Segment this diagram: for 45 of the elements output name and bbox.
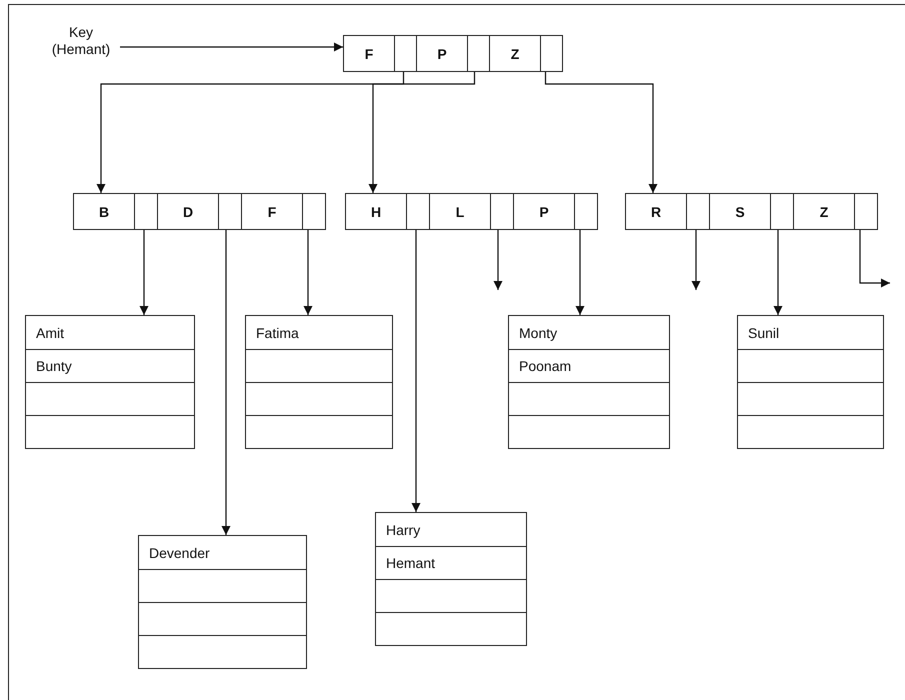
- key-label: Key (Hemant): [48, 24, 114, 58]
- arrow: [576, 228, 584, 315]
- arrow: [412, 228, 420, 512]
- arrow: [544, 70, 658, 193]
- bucket-box: [138, 535, 307, 669]
- arrow: [859, 228, 890, 288]
- record-entry: Fatima: [255, 324, 300, 342]
- key-cell: P: [513, 194, 574, 229]
- key-cell: Z: [793, 194, 854, 229]
- arrow: [96, 70, 404, 193]
- bucket-box: [245, 315, 393, 449]
- record-entry: Poonam: [509, 349, 669, 382]
- key-cell: D: [157, 194, 218, 229]
- index-node: [73, 193, 326, 230]
- arrow: [494, 228, 502, 290]
- arrow: [140, 228, 148, 315]
- record-entry: Amit: [35, 324, 65, 342]
- bucket-box: [375, 512, 527, 646]
- record-entry: Harry: [385, 520, 422, 540]
- key-cell: L: [429, 194, 490, 229]
- bucket-box: [737, 315, 884, 449]
- arrow: [774, 228, 782, 315]
- index-node: [343, 35, 563, 72]
- key-cell: S: [709, 194, 770, 229]
- arrow: [368, 70, 476, 193]
- arrow: [120, 42, 343, 52]
- key-cell-text: B: [98, 202, 110, 222]
- record-entry: Sunil: [747, 324, 780, 342]
- record-entry: Monty: [518, 324, 558, 343]
- key-cell: Z: [489, 36, 540, 71]
- index-node: [345, 193, 598, 230]
- key-cell: P: [416, 36, 467, 71]
- bucket-box: [508, 315, 670, 449]
- index-node: [625, 193, 878, 230]
- bucket-box: [25, 315, 195, 449]
- key-cell-text: H: [370, 202, 382, 222]
- record-entry: Devender: [148, 544, 211, 562]
- arrow: [692, 228, 700, 290]
- arrow: [222, 228, 230, 535]
- record-entry: Hemant: [376, 546, 526, 579]
- record-entry: Bunty: [26, 349, 194, 382]
- key-cell-text: F: [364, 44, 374, 64]
- key-cell: F: [241, 194, 302, 229]
- arrow: [304, 228, 312, 315]
- key-cell-text: R: [650, 202, 662, 222]
